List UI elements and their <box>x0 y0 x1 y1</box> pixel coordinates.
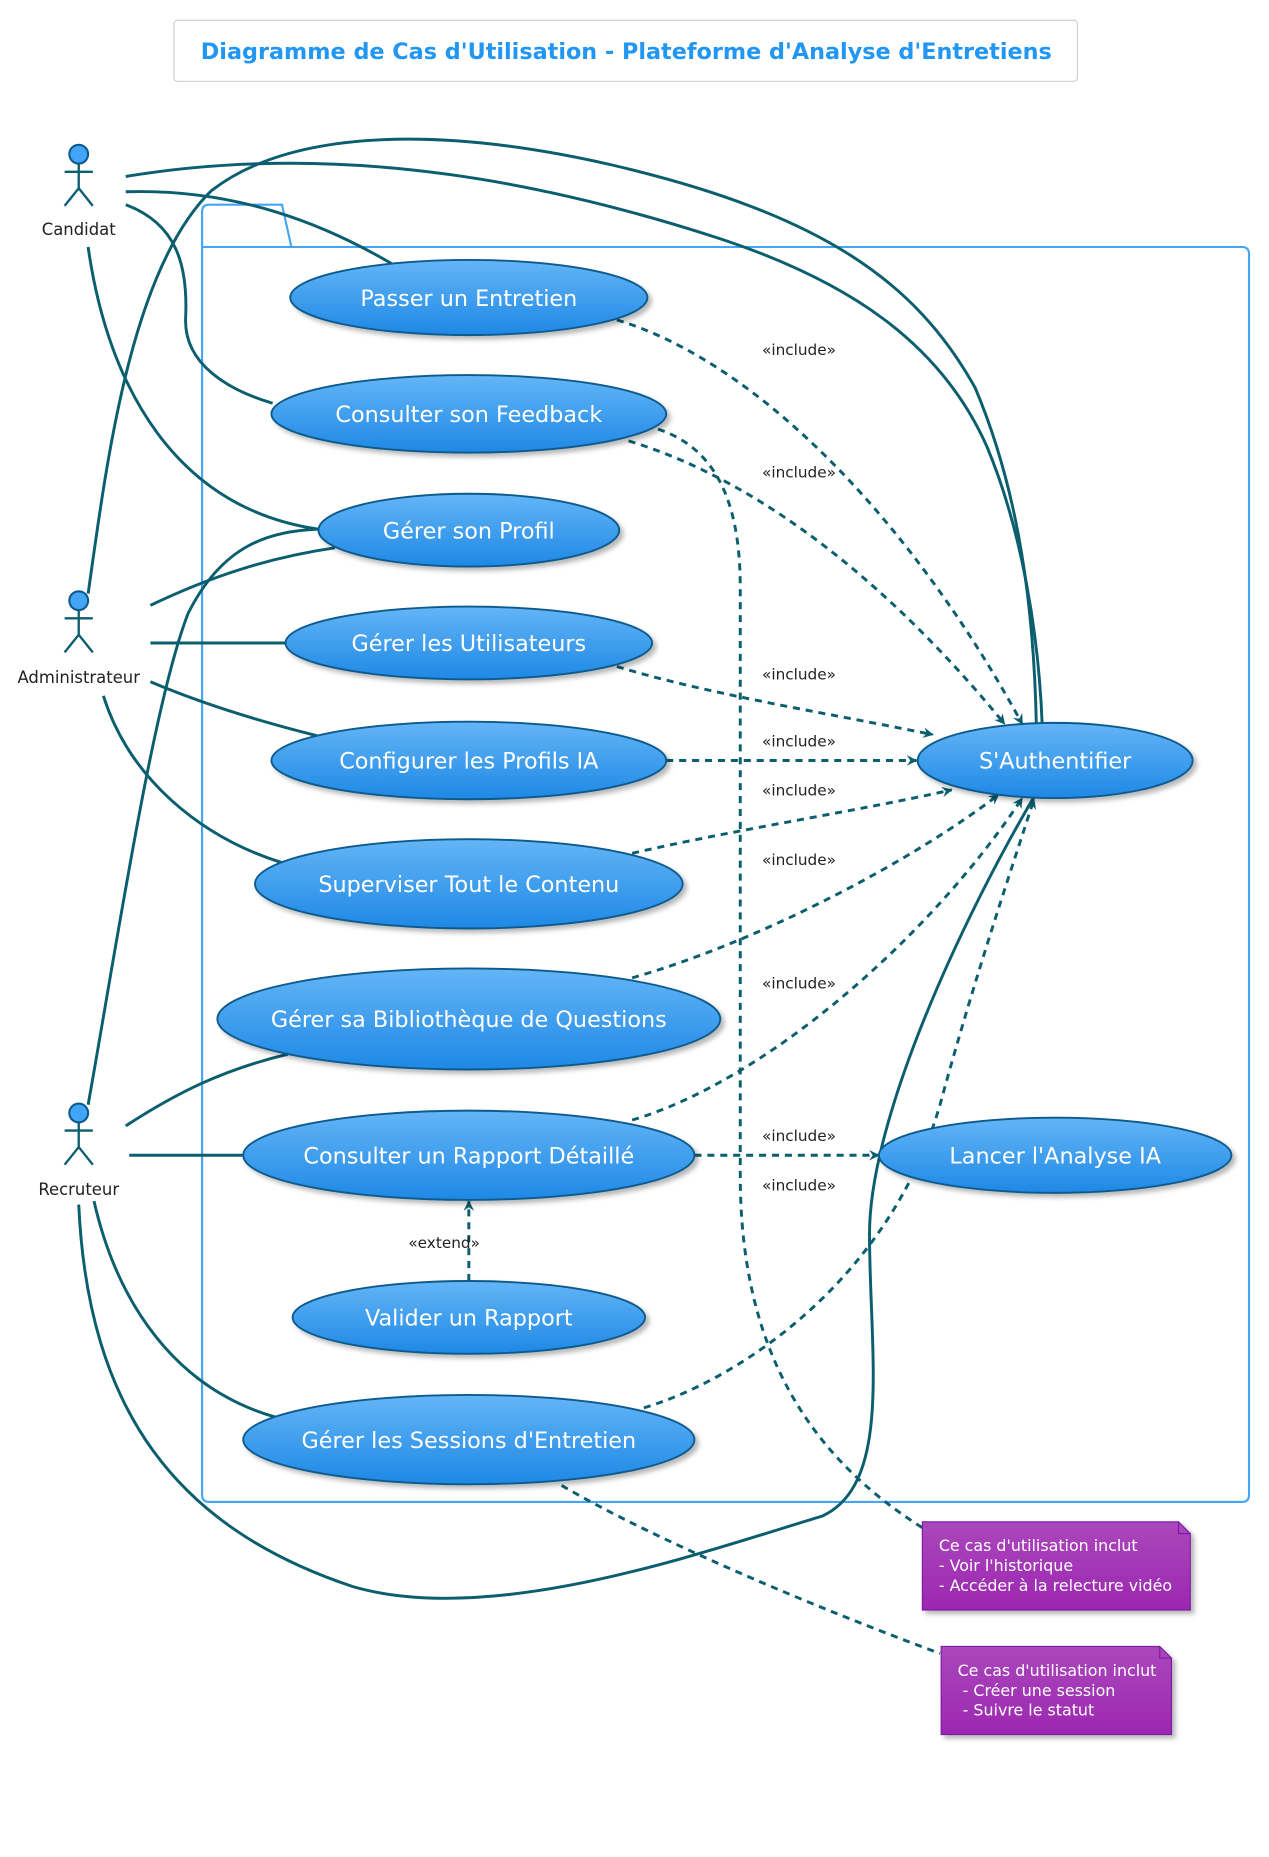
assoc-candidat-passer-entretien <box>125 190 393 265</box>
use-case-label: Valider un Rapport <box>365 1306 573 1332</box>
actor-label: Candidat <box>42 220 116 239</box>
include-label: «include» <box>762 974 836 992</box>
include-label: «include» <box>762 463 836 481</box>
assoc-candidat-consulter-feedback <box>125 203 274 405</box>
actor-icon <box>63 590 94 654</box>
include-label: «include» <box>762 665 836 683</box>
assoc-admin-authentifier <box>86 137 1038 726</box>
note-feedback: Ce cas d'utilisation inclut - Voir l'his… <box>921 1521 1191 1611</box>
include-label: «include» <box>762 341 836 359</box>
note-link-feedback <box>657 427 924 1529</box>
actor-recruteur: Recruteur <box>38 1102 119 1199</box>
use-case-label: Lancer l'Analyse IA <box>949 1144 1161 1170</box>
assoc-recruteur-bibliotheque <box>124 1052 289 1128</box>
use-case-label: Gérer les Sessions d'Entretien <box>301 1428 636 1454</box>
use-case-label: Superviser Tout le Contenu <box>318 872 619 898</box>
diagram-title: Diagramme de Cas d'Utilisation - Platefo… <box>201 39 1052 65</box>
use-case-lancer-analyse-ia: Lancer l'Analyse IA <box>877 1116 1233 1194</box>
include-label: «include» <box>762 1127 836 1145</box>
include-feedback-authentifier <box>628 439 1006 725</box>
include-sessions-authentifier <box>643 798 1037 1410</box>
note-line: Ce cas d'utilisation inclut <box>958 1661 1157 1680</box>
use-case-label: Gérer les Utilisateurs <box>351 631 586 657</box>
assoc-admin-configurer-profils <box>149 680 318 738</box>
actor-label: Administrateur <box>17 668 140 687</box>
note-line: - Créer une session <box>958 1681 1116 1700</box>
use-case-label: Configurer les Profils IA <box>339 749 599 775</box>
note-line: - Accéder à la relecture vidéo <box>939 1576 1172 1595</box>
use-case-gerer-sessions: Gérer les Sessions d'Entretien <box>242 1394 696 1486</box>
use-case-label: Gérer son Profil <box>383 518 555 544</box>
use-case-bibliotheque-questions: Gérer sa Bibliothèque de Questions <box>216 967 722 1071</box>
actor-icon <box>63 143 94 207</box>
include-label: «include» <box>762 851 836 869</box>
include-rapport-authentifier <box>631 797 1024 1122</box>
diagram-title-box: Diagramme de Cas d'Utilisation - Platefo… <box>173 19 1079 82</box>
relation-labels: «include» «include» «include» «include» … <box>408 341 836 1252</box>
use-case-label: Consulter son Feedback <box>335 402 602 428</box>
use-case-gerer-utilisateurs: Gérer les Utilisateurs <box>284 605 654 681</box>
note-link-sessions <box>560 1484 941 1655</box>
actor-icon <box>63 1102 94 1166</box>
use-case-consulter-feedback: Consulter son Feedback <box>270 374 668 454</box>
use-case-label: S'Authentifier <box>979 749 1132 775</box>
use-case-superviser-contenu: Superviser Tout le Contenu <box>254 838 684 930</box>
associations <box>77 137 1044 1600</box>
use-case-consulter-rapport: Consulter un Rapport Détaillé <box>242 1109 696 1201</box>
include-label: «include» <box>762 782 836 800</box>
use-case-configurer-profils-ia: Configurer les Profils IA <box>270 720 668 801</box>
use-case-gerer-profil: Gérer son Profil <box>317 492 621 568</box>
note-line: - Voir l'historique <box>939 1556 1073 1575</box>
include-superviser-authentifier <box>631 786 953 855</box>
use-case-label: Passer un Entretien <box>360 286 577 312</box>
assoc-candidat-gerer-profil <box>86 246 318 531</box>
actor-label: Recruteur <box>38 1180 119 1199</box>
note-line: Ce cas d'utilisation inclut <box>939 1536 1138 1555</box>
assoc-recruteur-sessions <box>92 1200 277 1419</box>
note-sessions: Ce cas d'utilisation inclut - Créer une … <box>940 1645 1173 1736</box>
actor-candidat: Candidat <box>42 143 116 239</box>
actor-administrateur: Administrateur <box>17 590 140 687</box>
use-case-label: Consulter un Rapport Détaillé <box>303 1144 634 1170</box>
assoc-recruteur-authentifier <box>77 796 1036 1600</box>
system-boundary <box>201 203 1251 1503</box>
include-passer-authentifier <box>616 318 1024 725</box>
use-case-passer-entretien: Passer un Entretien <box>289 258 649 337</box>
use-case-label: Gérer sa Bibliothèque de Questions <box>271 1007 667 1033</box>
include-label: «include» <box>762 732 836 750</box>
include-bibliotheque-authentifier <box>631 793 1000 980</box>
assoc-admin-gerer-profil <box>149 546 336 607</box>
use-case-authentifier: S'Authentifier <box>916 721 1194 800</box>
include-label: «include» <box>762 1177 836 1195</box>
assoc-recruteur-gerer-profil <box>86 527 320 1106</box>
extend-label: «extend» <box>408 1234 480 1252</box>
dependencies <box>463 318 1037 1655</box>
use-case-valider-rapport: Valider un Rapport <box>291 1280 647 1355</box>
assoc-admin-superviser <box>101 695 283 865</box>
note-line: - Suivre le statut <box>958 1701 1095 1720</box>
